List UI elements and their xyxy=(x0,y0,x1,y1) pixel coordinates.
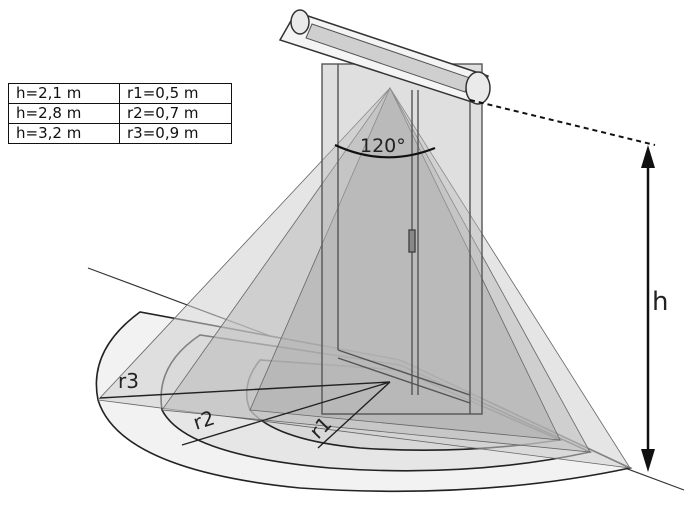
spec-table: h=2,1 m r1=0,5 m h=2,8 m r2=0,7 m h=3,2 … xyxy=(8,83,232,144)
radius-value-2: r2=0,7 m xyxy=(119,103,232,124)
table-row: h=2,8 m r2=0,7 m xyxy=(8,103,232,124)
sensor-grille xyxy=(305,23,471,93)
height-reference-dashed xyxy=(469,99,656,146)
table-row: h=2,1 m r1=0,5 m xyxy=(8,83,232,104)
door-handle xyxy=(408,229,416,253)
sensor-unit xyxy=(278,9,491,105)
height-value-3: h=3,2 m xyxy=(8,123,120,144)
sensor-end-cap xyxy=(465,71,491,105)
sensor-end-cap-left xyxy=(290,9,310,35)
radius-lines xyxy=(99,381,391,449)
door-frame xyxy=(321,63,483,415)
height-label: h xyxy=(652,287,668,317)
radius-value-3: r3=0,9 m xyxy=(119,123,232,144)
radius-r3-line xyxy=(99,381,391,399)
height-arrow-top xyxy=(641,145,655,168)
radius-r2-line xyxy=(181,381,391,446)
height-value-1: h=2,1 m xyxy=(8,83,120,104)
r3-label: r3 xyxy=(118,369,139,393)
height-value-2: h=2,8 m xyxy=(8,103,120,124)
table-row: h=3,2 m r3=0,9 m xyxy=(8,123,232,144)
radius-r1-line xyxy=(317,381,391,449)
radius-value-1: r1=0,5 m xyxy=(119,83,232,104)
height-arrow-bottom xyxy=(641,449,655,472)
door-bottom-rail-2 xyxy=(337,357,471,404)
door-bottom-rail xyxy=(337,349,471,396)
angle-arc xyxy=(334,144,436,159)
angle-label: 120° xyxy=(360,135,406,157)
sliding-door xyxy=(321,63,483,415)
